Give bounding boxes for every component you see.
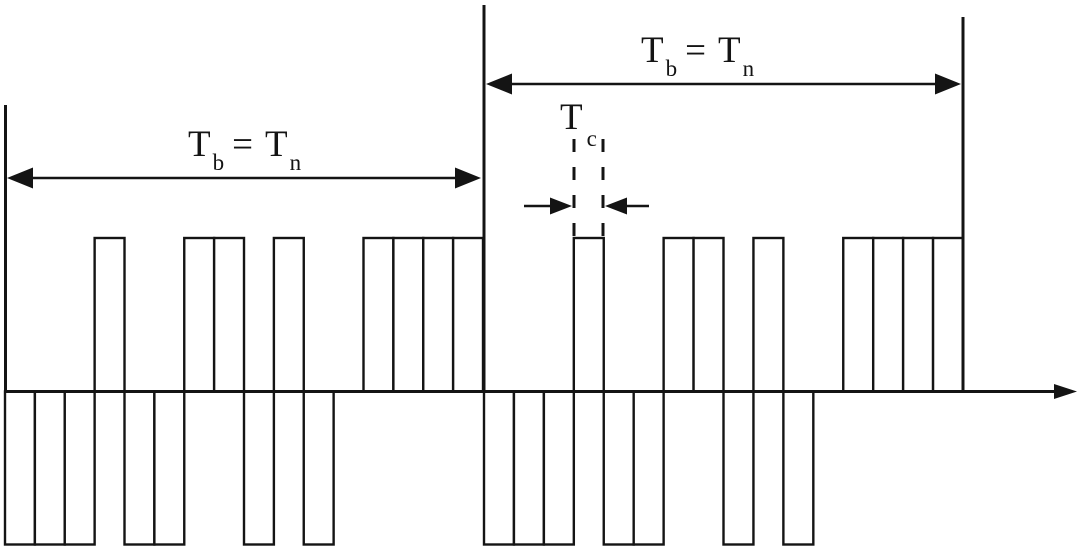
chip-pulse-low	[722, 390, 755, 546]
equals-sign: =	[685, 30, 706, 71]
chip-pulse-low	[153, 390, 186, 546]
chip-pulse-low	[782, 390, 815, 546]
chip-pulse-high	[901, 236, 935, 393]
chip-pulse-low	[482, 390, 516, 546]
bit-period-arrow-left	[7, 167, 481, 189]
chip-period-arrow-left	[524, 197, 572, 215]
chip-sequence	[3, 236, 965, 546]
subscript-b: b	[212, 150, 225, 175]
chip-pulse-low	[123, 390, 156, 546]
chip-pulse-high	[752, 236, 785, 393]
bit-period-arrow-right-head-west	[486, 73, 512, 95]
symbol-T: T	[560, 97, 583, 138]
chip-pulse-low	[3, 390, 37, 546]
chip-pulse-high	[871, 236, 905, 393]
subscript-n: n	[289, 150, 302, 175]
chip-pulse-high	[272, 236, 305, 393]
chip-pulse-high	[93, 236, 126, 393]
chip-pulse-low	[602, 390, 635, 546]
chip-pulse-low	[542, 390, 576, 546]
symbol-T: T	[717, 30, 741, 71]
chip-pulse-low	[242, 390, 276, 546]
chip-pulse-high	[931, 236, 965, 393]
chip-pulse-low	[632, 390, 665, 546]
bit-period-arrow-right	[486, 73, 961, 95]
bit-period-arrow-left-head-west	[7, 167, 33, 189]
chip-pulse-high	[842, 236, 875, 393]
subscript-n: n	[742, 56, 755, 81]
symbol-T: T	[188, 124, 211, 165]
chip-pulse-high	[572, 236, 605, 393]
chip-pulse-high	[422, 236, 455, 393]
chip-period-arrow-right-head	[605, 197, 627, 215]
bit-period-arrow-right-head-east	[935, 73, 961, 95]
chip-pulse-high	[392, 236, 425, 393]
chip-pulse-high	[183, 236, 216, 393]
bit-period-arrow-left-head-east	[455, 167, 481, 189]
chip-pulse-low	[33, 390, 66, 546]
bit-period-label-left: Tb = Tn	[188, 126, 301, 174]
subscript-b: b	[665, 56, 678, 81]
chip-period-label: Tc	[560, 99, 597, 150]
chip-pulse-high	[692, 236, 725, 393]
subscript-c: c	[586, 126, 597, 151]
symbol-T: T	[264, 124, 288, 165]
time-axis-arrowhead	[1054, 384, 1077, 399]
chip-pulse-high	[662, 236, 695, 393]
chip-period-arrow-right	[605, 197, 649, 215]
chip-pulse-low	[63, 390, 96, 546]
chip-pulse-high	[212, 236, 246, 393]
symbol-T: T	[641, 30, 664, 71]
chip-pulse-low	[302, 390, 335, 546]
chip-pulse-low	[512, 390, 546, 546]
chip-period-arrow-left-head	[550, 197, 572, 215]
chip-pulse-high	[451, 236, 485, 393]
equals-sign: =	[232, 124, 253, 165]
chip-pulse-high	[362, 236, 395, 393]
bit-period-label-right: Tb = Tn	[641, 32, 754, 80]
